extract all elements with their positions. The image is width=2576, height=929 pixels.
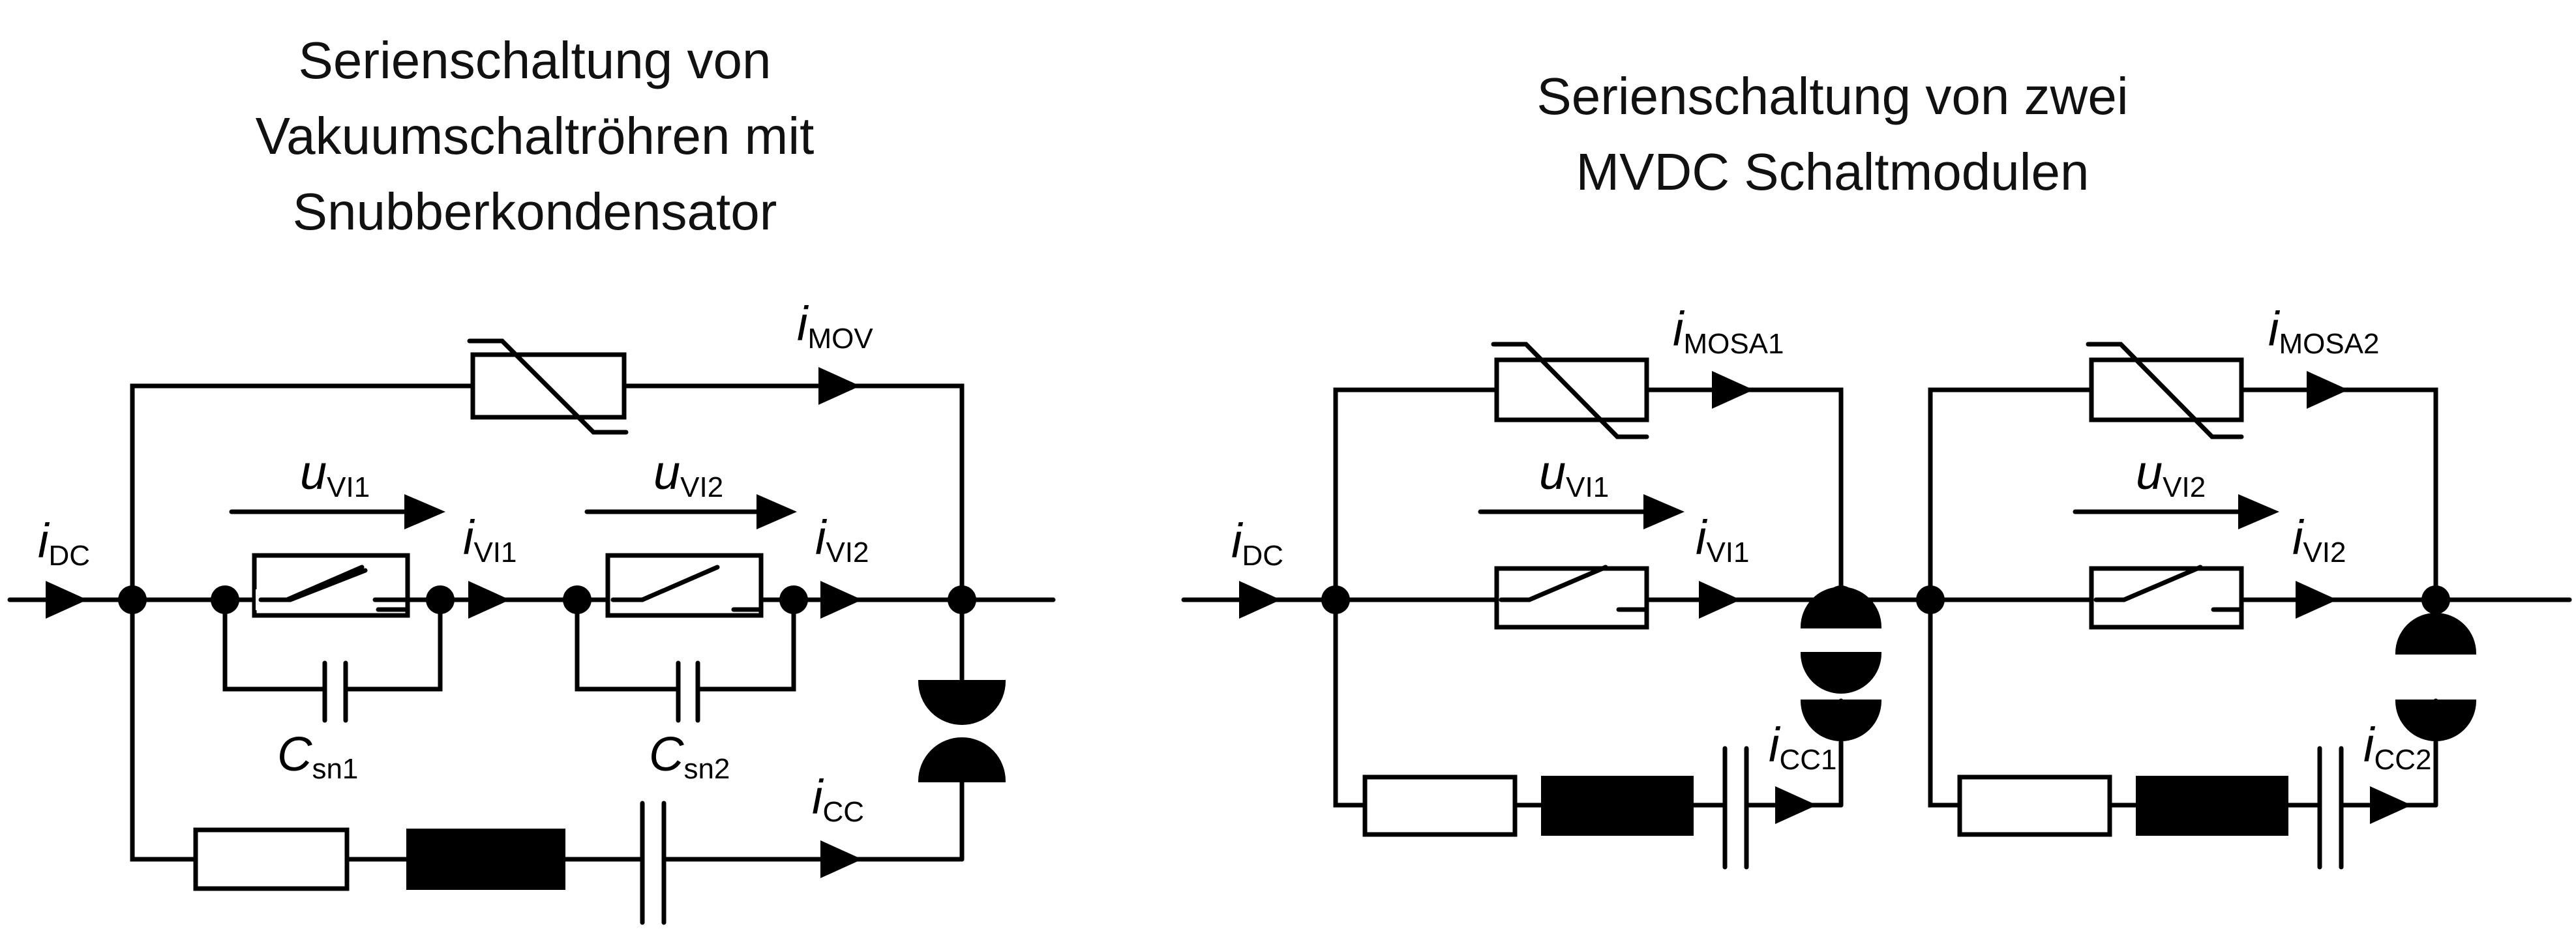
right-imosa2-arrow — [2307, 371, 2348, 409]
right-mod2-spark-gap-upper — [2395, 613, 2477, 655]
left-title-line-3: Snubberkondensator — [292, 183, 777, 241]
left-idc-arrow — [46, 581, 87, 619]
right-label-imosa2: iMOSA2 — [2268, 302, 2380, 360]
right-circuit: iDC iMOSA1 iMOSA2 uVI1 uVI2 iVI1 iVI2 iC… — [1181, 302, 2572, 870]
left-label-uvi1: uVI1 — [300, 445, 370, 503]
left-varistor — [467, 338, 629, 435]
right-title-line-2: MVDC Schaltmodulen — [1576, 143, 2089, 201]
right-imosa1-arrow — [1712, 371, 1754, 409]
left-title-line-2: Vakuumschaltröhren mit — [255, 107, 815, 165]
left-label-csn1: Csn1 — [277, 727, 358, 785]
left-label-ivi2: iVI2 — [815, 510, 869, 568]
right-mod2-vacuum-interrupter — [2089, 565, 2244, 630]
right-icc1-arrow — [1775, 786, 1817, 824]
left-vacuum-interrupter-1 — [222, 553, 443, 618]
right-title-line-1: Serienschaltung von zwei — [1536, 67, 2129, 125]
right-ivi1-arrow — [1699, 581, 1741, 619]
right-mod1-varistor — [1491, 342, 1649, 439]
left-node-1 — [118, 585, 147, 614]
right-mod1-cc-wire-left — [1333, 597, 1368, 808]
left-label-csn2: Csn2 — [649, 727, 730, 785]
left-snubber1-wire-a — [222, 597, 327, 692]
left-ivi1-arrow — [468, 581, 510, 619]
left-node-3 — [426, 585, 455, 614]
right-uvi2-arrow-head — [2238, 494, 2279, 529]
right-mod2-cc-resistor — [1957, 774, 2112, 837]
left-uvi1-arrow-head — [404, 494, 445, 529]
left-label-uvi2: uVI2 — [653, 445, 723, 503]
right-mod1-cc-resistor — [1362, 774, 1518, 837]
left-label-imov: iMOV — [797, 297, 873, 355]
right-ivi2-arrow — [2296, 581, 2337, 619]
left-title-line-1: Serienschaltung von — [298, 31, 771, 89]
right-label-ivi1: iVI1 — [1696, 510, 1750, 568]
left-label-icc: iCC — [812, 770, 864, 828]
right-node-4 — [2421, 585, 2450, 614]
left-ivi2-arrow — [820, 581, 862, 619]
right-node-2 — [1827, 585, 1855, 614]
left-cc-wire-left — [130, 597, 198, 862]
right-diagram-title: Serienschaltung von zwei MVDC Schaltmodu… — [1389, 59, 2276, 210]
right-mod1-vacuum-interrupter — [1494, 565, 1649, 630]
left-label-idc: iDC — [38, 514, 90, 572]
right-mod2-cc-wire-left — [1928, 597, 1962, 808]
left-snubber2-wire-b — [695, 597, 796, 692]
left-snubber1-wire-b — [343, 597, 443, 692]
left-imov-arrow — [818, 367, 860, 405]
right-label-uvi2: uVI2 — [2136, 445, 2206, 503]
left-node-5 — [779, 585, 808, 614]
right-mod2-cc-inductor — [2136, 776, 2288, 836]
right-node-3 — [1916, 585, 1945, 614]
right-mod1-cc-inductor — [1541, 776, 1694, 836]
right-label-ivi2: iVI2 — [2292, 510, 2346, 568]
right-uvi1-arrow-head — [1643, 494, 1685, 529]
left-spark-gap-upper — [918, 680, 1006, 725]
right-label-idc: iDC — [1231, 514, 1283, 572]
right-idc-arrow — [1239, 581, 1281, 619]
left-uvi2-arrow-head — [756, 494, 797, 529]
left-node-6 — [948, 585, 976, 614]
right-mod2-varistor — [2086, 342, 2244, 439]
right-icc2-arrow — [2370, 786, 2412, 824]
right-label-icc2: iCC2 — [2363, 718, 2431, 776]
left-vacuum-interrupter-2 — [575, 553, 796, 618]
left-node-4 — [563, 585, 592, 614]
right-label-uvi1: uVI1 — [1539, 445, 1609, 503]
left-snubber2-wire-a — [575, 597, 681, 692]
left-cc-inductor — [406, 829, 565, 890]
right-label-imosa1: iMOSA1 — [1673, 302, 1784, 360]
left-node-2 — [211, 585, 239, 614]
right-node-1 — [1321, 585, 1350, 614]
left-cc-resistor — [193, 827, 350, 891]
left-circuit: iDC iMOV uVI1 uVI2 iVI1 iVI2 Csn1 Csn2 i… — [7, 297, 1056, 925]
right-mod1-spark-gap-upper-fill — [1800, 652, 1882, 694]
left-diagram-title: Serienschaltung von Vakuumschaltröhren m… — [130, 23, 939, 250]
left-icc-arrow — [820, 840, 862, 878]
left-label-ivi1: iVI1 — [463, 510, 517, 568]
left-spark-gap-lower — [918, 737, 1006, 782]
right-label-icc1: iCC1 — [1769, 718, 1836, 776]
